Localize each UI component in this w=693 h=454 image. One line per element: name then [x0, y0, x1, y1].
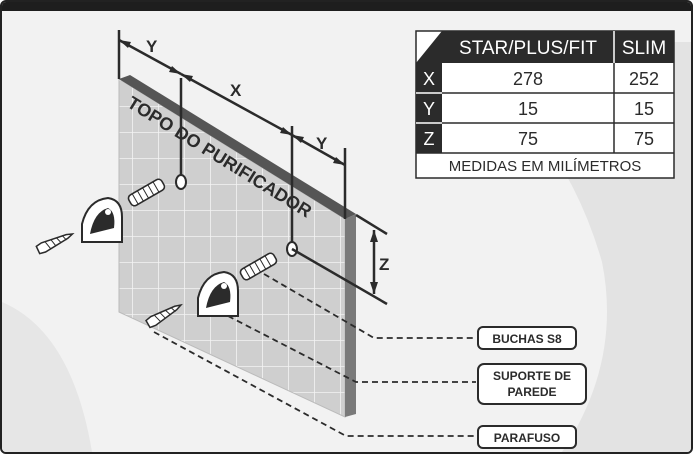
table-cell: 75 [518, 129, 538, 149]
callout-suporte-label-2: PAREDE [507, 385, 556, 399]
header-bar [2, 2, 691, 11]
table-cell: 15 [634, 99, 654, 119]
table-header-star: STAR/PLUS/FIT [459, 38, 597, 59]
wall-anchor-icon [239, 252, 278, 281]
wall-anchor-icon [127, 178, 166, 207]
table-cell: 278 [513, 69, 543, 89]
table-cell: 252 [629, 69, 659, 89]
screw-icon [35, 232, 75, 255]
dimension-arrows [119, 40, 378, 294]
callout-suporte: SUPORTE DE PAREDE [477, 363, 587, 405]
dim-label-x: X [230, 81, 242, 100]
table-header-slim: SLIM [622, 38, 666, 59]
wall-panel [118, 75, 356, 418]
measurements-table: STAR/PLUS/FIT SLIM X 278 252 Y 15 15 Z 7… [415, 30, 675, 179]
callout-buchas: BUCHAS S8 [477, 326, 577, 350]
callout-parafuso-label: PARAFUSO [494, 431, 560, 445]
dim-label-y1: Y [146, 37, 158, 56]
callout-suporte-label-1: SUPORTE DE [493, 369, 571, 383]
table-cell: 75 [634, 129, 654, 149]
table-footer: MEDIDAS EM MILÍMETROS [449, 158, 642, 175]
table-row-label: Y [423, 99, 435, 119]
wall-bracket-icon [81, 196, 123, 243]
wall-bracket-icon [197, 270, 239, 317]
background-shape [2, 302, 92, 452]
dim-label-z: Z [379, 255, 389, 274]
callout-buchas-label: BUCHAS S8 [492, 332, 562, 346]
table-cell: 15 [518, 99, 538, 119]
callout-leaders [153, 273, 476, 437]
screw-icon [145, 303, 183, 329]
dim-label-y2: Y [316, 134, 328, 153]
callout-parafuso: PARAFUSO [477, 425, 577, 449]
table-row-label: X [423, 69, 435, 89]
table-row-label: Z [424, 129, 435, 149]
